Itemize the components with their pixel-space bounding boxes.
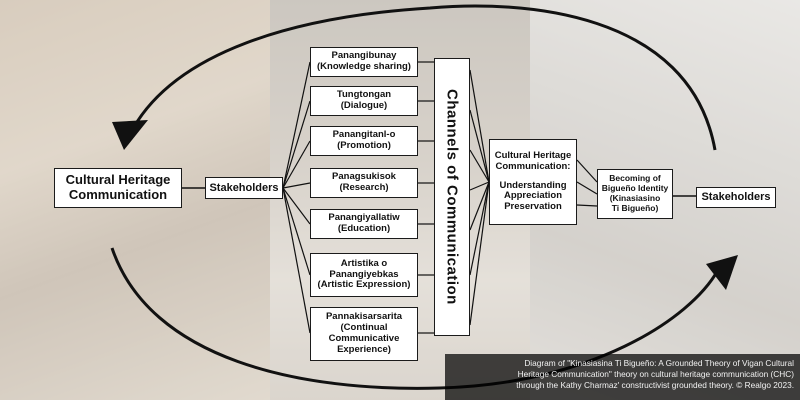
cultural-heritage-communication-outcomes-box: Cultural Heritage Communication: Underst… — [489, 139, 577, 225]
channel-sublabel: (Artistic Expression) — [317, 279, 411, 291]
channel-sublabel: (Dialogue) — [340, 100, 388, 111]
channel-box-promotion: Panangitanl-o (Promotion) — [310, 126, 418, 156]
channel-box-artistic-expression: Artistika o Panangiyebkas (Artistic Expr… — [310, 253, 418, 297]
becoming-sublabel: (Kinasiasino — [609, 193, 661, 203]
becoming-bigueno-identity-box: Becoming of Bigueño Identity (Kinasiasin… — [597, 169, 673, 219]
cycle-arrow-top — [126, 4, 717, 151]
channel-sublabel: (Continual — [340, 322, 388, 334]
caption-line-1: Diagram of "Kinasiasina Ti Bigueño: A Gr… — [524, 358, 794, 368]
channel-box-research: Panagsukisok (Research) — [310, 168, 418, 198]
channel-label: Panangitanl-o — [332, 129, 396, 141]
channels-of-communication-bar: Channels of Communication — [434, 58, 470, 336]
cycle-arrowhead-left — [112, 120, 148, 150]
channel-sublabel: (Knowledge sharing) — [317, 61, 411, 72]
channel-label: Panangiyallatiw — [328, 212, 400, 224]
outcome-appreciation: Appreciation — [503, 190, 563, 202]
cultural-heritage-communication-label: Cultural Heritage Communication — [65, 172, 171, 202]
channels-of-communication-label: Channels of Communication — [443, 89, 461, 305]
becoming-sublabel-2: Ti Bigueño) — [611, 202, 659, 213]
channel-label: Panangibunay — [331, 50, 397, 62]
caption-line-2: Heritage Communication" theory on cultur… — [517, 368, 794, 379]
links-channels-bar — [418, 61, 434, 334]
becoming-label: Becoming of — [609, 173, 661, 184]
outcome-preservation: Preservation — [504, 201, 562, 213]
channel-sublabel: (Education) — [337, 223, 391, 234]
channel-label: Tungtongan — [336, 89, 392, 101]
stakeholders-right-box: Stakeholders — [696, 187, 776, 208]
stakeholders-right-label: Stakeholders — [701, 191, 771, 204]
channel-label: Pannakisarsarita — [325, 311, 403, 323]
channel-sublabel: (Research) — [339, 182, 389, 193]
fan-stakeholders-channels — [282, 61, 311, 334]
channel-label: Panagsukisok — [332, 171, 396, 183]
outcomes-title-2: Communication: — [495, 160, 571, 172]
outcomes-title: Cultural Heritage — [494, 149, 572, 161]
channel-sublabel-3: Experience) — [337, 343, 391, 355]
channel-box-dialogue: Tungtongan (Dialogue) — [310, 86, 418, 116]
cycle-arrow-bottom — [110, 247, 720, 390]
figure-caption: Diagram of "Kinasiasina Ti Bigueño: A Gr… — [445, 354, 800, 400]
outcome-understanding: Understanding — [499, 179, 567, 191]
stakeholders-left-label: Stakeholders — [209, 181, 279, 194]
channel-label-2: Panangiyebkas — [329, 268, 399, 280]
channel-sublabel-2: Communicative — [328, 333, 400, 344]
caption-line-3: through the Kathy Charmaz' constructivis… — [516, 379, 794, 390]
links-center-becoming — [576, 159, 598, 207]
stakeholders-left-box: Stakeholders — [205, 177, 283, 199]
channel-box-continual-communicative-experience: Pannakisarsarita (Continual Communicativ… — [310, 307, 418, 361]
fan-bar-center — [469, 69, 490, 326]
becoming-label-2: Bigueño Identity — [601, 183, 669, 194]
channel-sublabel: (Promotion) — [337, 140, 391, 151]
cultural-heritage-communication-box: Cultural Heritage Communication — [54, 168, 182, 208]
channel-box-knowledge-sharing: Panangibunay (Knowledge sharing) — [310, 47, 418, 77]
channel-box-education: Panangiyallatiw (Education) — [310, 209, 418, 239]
channel-label: Artistika o — [340, 257, 388, 269]
